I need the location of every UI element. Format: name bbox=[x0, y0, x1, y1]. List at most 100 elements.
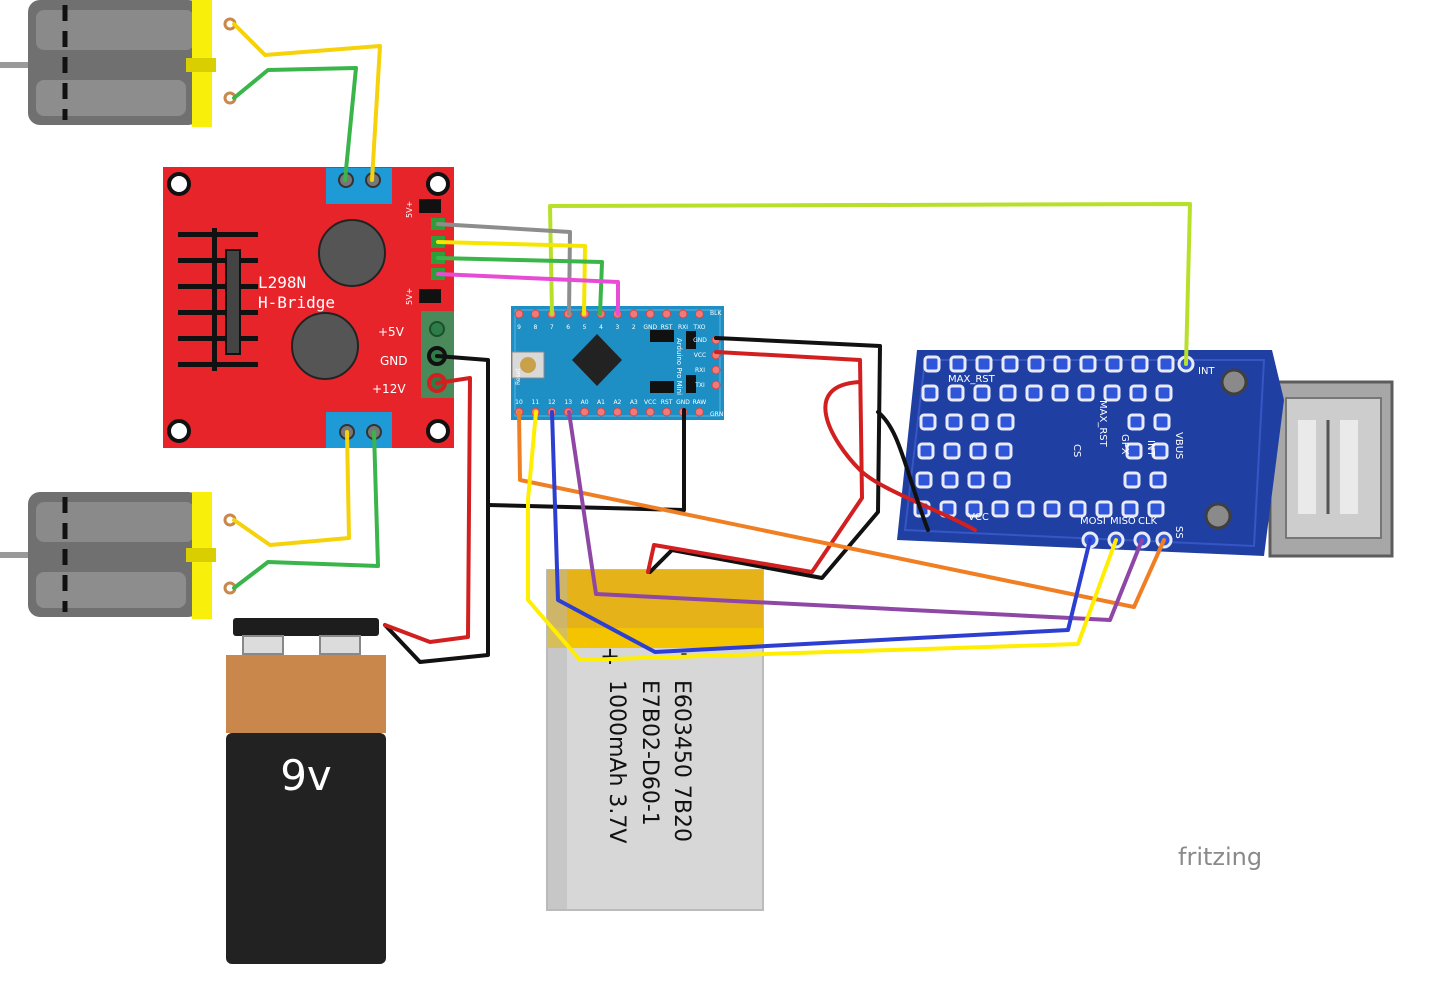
jumper-5v-top: 5V+ bbox=[405, 201, 414, 218]
usb-host-pad bbox=[1027, 355, 1045, 373]
usb-host-pad bbox=[997, 413, 1015, 431]
usb-host-pad bbox=[991, 500, 1009, 518]
arduino-side-pin-label: VCC bbox=[694, 352, 706, 359]
usb-host-pad bbox=[945, 413, 963, 431]
arduino-top-pin-label: 6 bbox=[566, 324, 570, 331]
hbridge-title-2: H-Bridge bbox=[258, 293, 335, 312]
usb-host-pad bbox=[921, 384, 939, 402]
wire-arduino-gnd-black bbox=[648, 336, 882, 580]
wire-in4-gray bbox=[436, 222, 572, 316]
arduino-top-pin-label: 2 bbox=[632, 324, 636, 331]
arduino-name: Arduino Pro Mini bbox=[675, 338, 683, 395]
usb-a-connector bbox=[1268, 380, 1394, 558]
usb-label-max-rst-top: MAX_RST bbox=[948, 374, 996, 385]
arduino-bottom-pin-label: RAW bbox=[693, 399, 707, 406]
usb-host-pad bbox=[975, 355, 993, 373]
usb-host-pad bbox=[915, 471, 933, 489]
arduino-side-pin bbox=[711, 365, 721, 375]
l298n-board: L298N H-Bridge 5V+ 5V+ ENB IN4 IN3 IN2 I… bbox=[163, 167, 461, 448]
motor-top bbox=[0, 0, 237, 127]
pin-ena: ENA bbox=[453, 290, 461, 305]
arduino-bottom-pin-label: 12 bbox=[548, 399, 556, 406]
usb-host-pad bbox=[1131, 355, 1149, 373]
usb-host-pad bbox=[1127, 413, 1145, 431]
arduino-bottom-pin-label: A3 bbox=[630, 399, 638, 406]
usb-label-gpx: GPX bbox=[1119, 434, 1130, 455]
arduino-reset-label: Reset bbox=[515, 368, 522, 385]
usb-host-pad bbox=[943, 442, 961, 460]
arduino-bottom-pin bbox=[694, 407, 704, 417]
arduino-side-top: BLK bbox=[710, 310, 722, 317]
usb-label-miso: MISO bbox=[1110, 516, 1136, 527]
usb-host-pad bbox=[1129, 384, 1147, 402]
pin-in4: IN4 bbox=[453, 232, 461, 244]
usb-host-pad bbox=[923, 355, 941, 373]
wire-yellow-clk bbox=[526, 410, 1118, 662]
arduino-top-pin-label: 8 bbox=[533, 324, 537, 331]
pin-in1: IN1 bbox=[453, 276, 461, 288]
usb-host-pad bbox=[941, 471, 959, 489]
pin-12v-label: +12V bbox=[372, 382, 406, 396]
usb-host-pad bbox=[1025, 384, 1043, 402]
arduino-top-pin-label: 9 bbox=[517, 324, 521, 331]
usb-host-pad bbox=[1017, 500, 1035, 518]
usb-host-pad bbox=[1123, 471, 1141, 489]
usb-host-pad bbox=[947, 384, 965, 402]
battery-9v: 9v bbox=[226, 618, 386, 964]
arduino-bottom-pin-label: 10 bbox=[515, 399, 523, 406]
usb-host-pad bbox=[1001, 355, 1019, 373]
usb-host-pad bbox=[919, 413, 937, 431]
arduino-bottom-pin bbox=[645, 407, 655, 417]
pin-in2: IN2 bbox=[453, 262, 461, 274]
arduino-bottom-pin bbox=[580, 407, 590, 417]
motor-b-terminal bbox=[326, 412, 392, 448]
usb-host-pad bbox=[973, 384, 991, 402]
motor-bottom bbox=[0, 492, 237, 619]
usb-host-pad bbox=[1155, 384, 1173, 402]
lipo-battery: + - E603450 7B20 E7B02-D60-1 1000mAh 3.7… bbox=[546, 569, 764, 911]
jumper-5v-bottom: 5V+ bbox=[405, 288, 414, 305]
lipo-label-2: E7B02-D60-1 bbox=[637, 680, 662, 826]
wire-purple-miso bbox=[567, 410, 1144, 622]
usb-host-pad bbox=[1147, 500, 1165, 518]
arduino-top-pin-label: 7 bbox=[550, 324, 554, 331]
wire-in2-green bbox=[436, 256, 604, 316]
usb-host-pad bbox=[993, 471, 1011, 489]
usb-label-vbus: VBUS bbox=[1173, 432, 1184, 459]
lipo-label-3: 1000mAh 3.7V bbox=[604, 680, 629, 843]
arduino-top-pin-label: 3 bbox=[615, 324, 619, 331]
usb-host-pad bbox=[917, 442, 935, 460]
heatsink bbox=[178, 228, 258, 371]
usb-host-pad bbox=[999, 384, 1017, 402]
pin-5v-label: +5V bbox=[378, 325, 405, 339]
arduino-top-pin bbox=[629, 309, 639, 319]
usb-host-pad bbox=[995, 442, 1013, 460]
motor-a-terminal bbox=[326, 168, 392, 204]
usb-label-mosi: MOSI bbox=[1080, 516, 1106, 527]
arduino-side-pin-label: GND bbox=[693, 337, 707, 344]
arduino-top-pin-label: 5 bbox=[583, 324, 587, 331]
pin-in3: IN3 bbox=[453, 248, 461, 260]
arduino-side-pin-label: TXI bbox=[694, 382, 705, 389]
arduino-side-pin bbox=[711, 380, 721, 390]
arduino-top-pin bbox=[645, 309, 655, 319]
usb-host-pad bbox=[1105, 355, 1123, 373]
usb-host-pad bbox=[965, 500, 983, 518]
lipo-minus: - bbox=[680, 641, 687, 665]
usb-host-pad bbox=[1151, 442, 1169, 460]
arduino-bottom-pin-label: A0 bbox=[581, 399, 589, 406]
usb-host-pad bbox=[1157, 355, 1175, 373]
usb-label-ss: SS bbox=[1173, 526, 1184, 539]
usb-host-pad bbox=[1103, 384, 1121, 402]
arduino-bottom-pin-label: VCC bbox=[644, 399, 656, 406]
wire-motor-top-yellow bbox=[232, 22, 382, 182]
usb-label-clk: CLK bbox=[1138, 516, 1158, 527]
lipo-label-1: E603450 7B20 bbox=[669, 680, 694, 842]
arduino-top-pin-label: GND bbox=[643, 324, 657, 331]
usb-label-int-top: INT bbox=[1198, 366, 1215, 377]
wire-in1-pink bbox=[436, 272, 620, 316]
wire-in3-yellow bbox=[436, 240, 587, 316]
usb-label-vcc: VCC bbox=[968, 512, 989, 523]
usb-host-pad bbox=[1051, 384, 1069, 402]
